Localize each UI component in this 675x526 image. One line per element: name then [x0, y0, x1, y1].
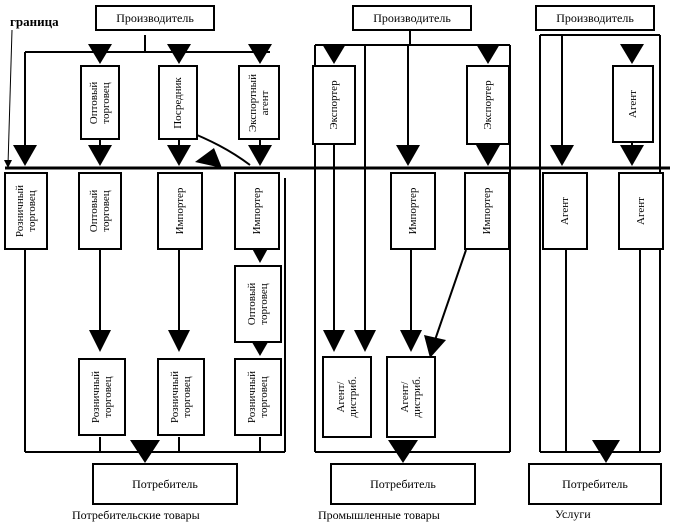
- producer-box-services: Производитель: [535, 5, 655, 31]
- box-text-line: Агент: [635, 197, 647, 225]
- agent-box-services-b: Агент: [618, 172, 664, 250]
- box-text-line: Экспортер: [482, 80, 494, 130]
- producer-label: Производитель: [556, 10, 634, 25]
- box-text-line: Розничный: [90, 370, 102, 424]
- box-text-line: Агент: [627, 90, 639, 118]
- caption-consumer-goods: Потребительские товары: [72, 508, 200, 522]
- importer-box-c: Импортер: [390, 172, 436, 250]
- importer-box-a: Импортер: [157, 172, 203, 250]
- box-text-line: Импортер: [481, 187, 493, 235]
- box-text-line: Посредник: [172, 76, 184, 129]
- box-text-line: Импортер: [407, 187, 419, 235]
- agent-box-services-a: Агент: [542, 172, 588, 250]
- border-label-arrowhead: [4, 160, 12, 168]
- box-text-line: Агент/: [335, 381, 347, 413]
- consumer-box-services: Потребитель: [528, 463, 662, 505]
- consumer-box-industrial-goods: Потребитель: [330, 463, 476, 505]
- box-text-line: Агент/: [399, 381, 411, 413]
- agent-distributor-box-b: Агент/дистриб.: [386, 356, 436, 438]
- box-text-line: Розничный: [246, 370, 258, 424]
- consumer-label: Потребитель: [370, 476, 436, 491]
- box-text-line: торговец: [102, 376, 114, 418]
- exporter-box-b: Экспортер: [466, 65, 510, 145]
- box-text-line: Оптовый: [246, 282, 258, 326]
- box-text-line: Импортер: [251, 187, 263, 235]
- box-text-line: Розничный: [169, 370, 181, 424]
- box-text-line: Экспортер: [328, 80, 340, 130]
- box-text-line: торговец: [258, 283, 270, 325]
- box-text-line: торговец: [100, 81, 112, 124]
- importer-box-d: Импортер: [464, 172, 510, 250]
- caption-services: Услуги: [555, 507, 591, 521]
- box-text-line: торговец: [100, 190, 112, 232]
- consumer-label: Потребитель: [132, 476, 198, 491]
- box-text-line: Экспортный: [247, 73, 259, 132]
- producer-box-industrial-goods: Производитель: [352, 5, 472, 31]
- box-text-line: Оптовый: [88, 81, 100, 124]
- box-text-line: торговец: [181, 376, 193, 418]
- box-text-line: Импортер: [174, 187, 186, 235]
- producer-box-consumer-goods: Производитель: [95, 5, 215, 31]
- box-text-line: торговец: [258, 376, 270, 418]
- consumer-box-consumer-goods: Потребитель: [92, 463, 238, 505]
- caption-industrial-goods: Промышленные товары: [318, 508, 440, 522]
- box-text-line: дистриб.: [411, 376, 423, 418]
- exporter-box-a: Экспортер: [312, 65, 356, 145]
- importer-box-b: Импортер: [234, 172, 280, 250]
- agent-distributor-box-a: Агент/дистриб.: [322, 356, 372, 438]
- consumer-label: Потребитель: [562, 476, 628, 491]
- box-text-line: Розничный: [14, 184, 26, 238]
- producer-label: Производитель: [373, 10, 451, 25]
- border-label-arrow: [7, 29, 13, 166]
- agent-box-services-upper: Агент: [612, 65, 654, 143]
- box-text-line: торговец: [26, 190, 38, 232]
- box-text-line: Агент: [559, 197, 571, 225]
- box-text-line: дистриб.: [347, 376, 359, 418]
- intermediary-box: Посредник: [158, 65, 198, 140]
- box-text-line: агент: [259, 90, 271, 115]
- box-text-line: Оптовый: [88, 189, 100, 233]
- border-label: граница: [10, 14, 59, 29]
- producer-label: Производитель: [116, 10, 194, 25]
